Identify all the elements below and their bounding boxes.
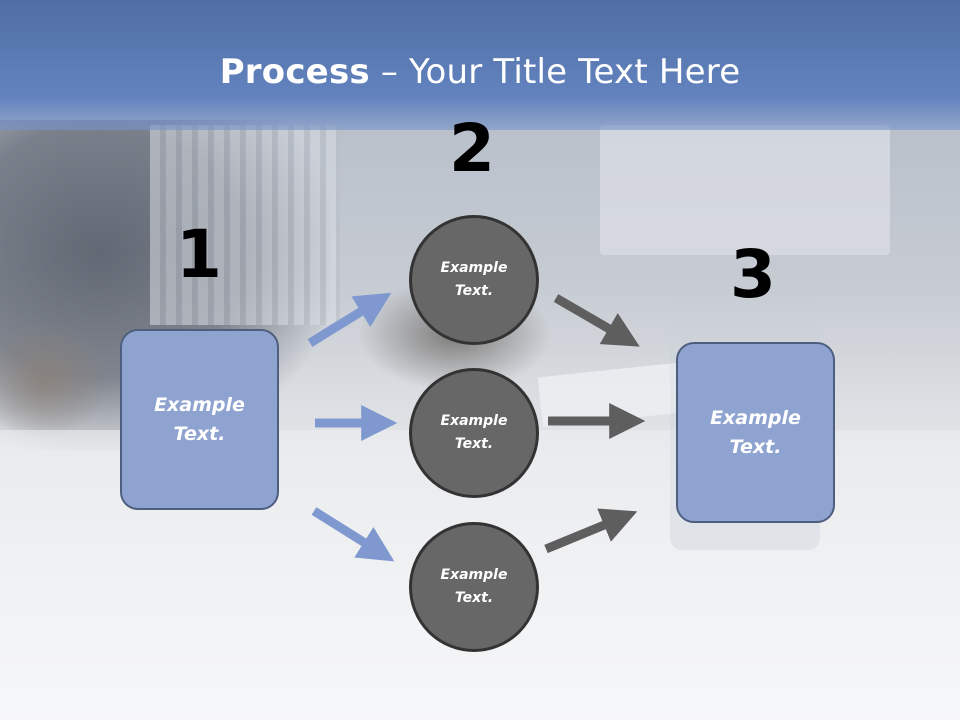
step-1-box: Example Text. [120,329,279,510]
step-2-number: 2 [449,110,495,187]
arrow-1-to-2a [307,292,392,347]
background-photo-whiteboard [600,125,890,255]
step-2-circle-top: Example Text. [409,215,539,345]
background-photo-hand [0,320,110,440]
background-photo-blinds [150,125,340,325]
step-1-number: 1 [176,216,222,293]
step-2-label-middle: Example Text. [440,413,508,452]
step-2-circle-bottom: Example Text. [409,522,539,652]
step-2-label-bottom: Example Text. [440,567,508,606]
title-rest: – Your Title Text Here [369,52,741,92]
title-bold: Process [219,52,370,92]
step-2-label-top: Example Text. [440,260,508,299]
step-1-label: Example Text. [154,393,245,445]
arrow-2c-to-3 [544,508,638,554]
arrow-2a-to-3 [553,294,640,347]
arrow-1-to-2c [311,507,395,562]
step-3-box: Example Text. [676,342,835,523]
step-3-label: Example Text. [710,406,801,458]
slide-title: Process – Your Title Text Here [0,52,960,92]
step-3-number: 3 [730,236,776,313]
step-2-circle-middle: Example Text. [409,368,539,498]
title-bar [0,0,960,130]
